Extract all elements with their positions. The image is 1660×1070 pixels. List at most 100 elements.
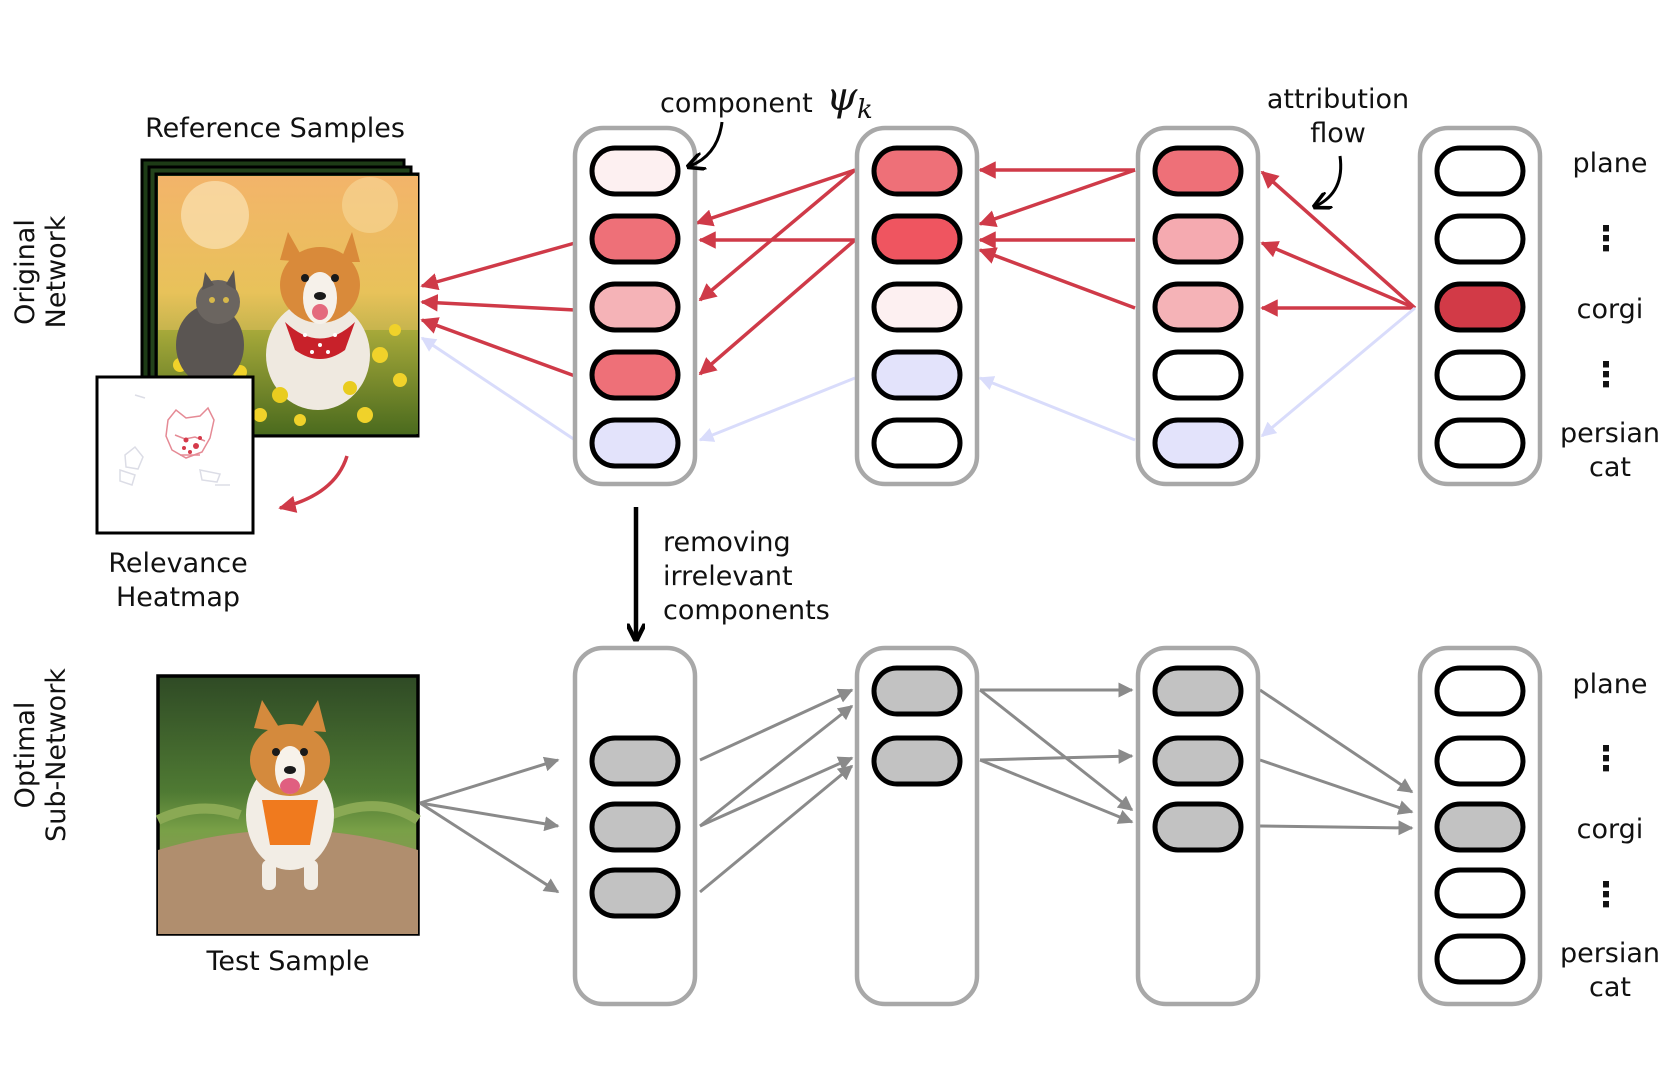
unit-c1-u1 (589, 145, 681, 197)
sub-unit-c3-u2 (1152, 735, 1244, 787)
arrow-img-b1u3 (419, 801, 560, 894)
removing-label-line1: removing (663, 527, 791, 558)
arrow-b3u3-out (1259, 820, 1414, 836)
row-label-original-line2: Network (41, 215, 72, 328)
arrow-c3u5-c2u4 (978, 376, 1136, 442)
attribution-flow-pointer-arrow (1316, 155, 1343, 206)
reference-samples-label: Reference Samples (145, 113, 405, 144)
class-ellipsis-2: ⋮ (1589, 355, 1623, 395)
test-corgi-figure (246, 700, 334, 890)
arrow-c3u3-c2u2 (978, 247, 1136, 310)
sub-unit-c4-u1 (1434, 665, 1526, 717)
attribution-flow-label-line2: flow (1310, 118, 1366, 149)
relevance-heatmap-label-line2: Heatmap (116, 582, 240, 613)
row-label-original-line1: Original (10, 219, 41, 325)
sub-unit-c1-u1 (589, 735, 681, 787)
attribution-arrows (420, 161, 1417, 442)
arrow-b3u1-out (1259, 688, 1414, 794)
sub-unit-c2-u2 (871, 735, 963, 787)
unit-c4-u3 (1434, 281, 1526, 333)
arrow-b1u3-b2u2 (699, 764, 854, 894)
unit-c1-u5 (589, 417, 681, 469)
test-sample-image (155, 674, 421, 936)
row-label-subnetwork: Optimal Sub-Network (10, 668, 72, 842)
attribution-flow-annotation: attribution flow (1267, 84, 1409, 206)
arrow-out-c3u2 (1260, 241, 1416, 310)
arrow-img-b1u1 (419, 756, 560, 805)
arrow-c2u1-c1u3 (698, 168, 857, 302)
unit-c2-u5 (871, 417, 963, 469)
sub-unit-c4-u2 (1434, 735, 1526, 787)
unit-c4-u2 (1434, 213, 1526, 265)
unit-c2-u3 (871, 281, 963, 333)
removing-annotation: removing irrelevant components (636, 507, 830, 638)
class-label-corgi: corgi (1577, 294, 1644, 325)
arrow-c1u2-image (420, 241, 576, 291)
sub-unit-c1-u3 (589, 867, 681, 919)
arrow-b2u2-b3u3 (979, 758, 1134, 824)
sub-class-ellipsis-1: ⋮ (1589, 739, 1623, 779)
arrow-c1u3-image (420, 294, 576, 312)
unit-c2-u2 (871, 213, 963, 265)
sub-class-label-cat: cat (1589, 972, 1631, 1003)
class-label-plane: plane (1573, 148, 1648, 179)
unit-c3-u1 (1152, 145, 1244, 197)
sub-unit-c2-u1 (871, 665, 963, 717)
unit-c4-u5 (1434, 417, 1526, 469)
component-pointer-arrow (690, 121, 724, 166)
subnetwork-arrows (419, 682, 1414, 894)
arrow-c1u5-image (420, 336, 576, 442)
arrow-out-c3u1 (1260, 170, 1417, 310)
unit-c3-u3 (1152, 281, 1244, 333)
unit-c3-u4 (1152, 349, 1244, 401)
unit-c4-u1 (1434, 145, 1526, 197)
sub-unit-c4-u3 (1434, 801, 1526, 853)
unit-c1-u2 (589, 213, 681, 265)
removing-label-line3: components (663, 595, 830, 626)
unit-c3-u2 (1152, 213, 1244, 265)
unit-c1-u4 (589, 349, 681, 401)
attribution-flow-label-line1: attribution (1267, 84, 1409, 115)
sub-class-label-corgi: corgi (1577, 814, 1644, 845)
class-ellipsis-1: ⋮ (1589, 219, 1623, 259)
component-label: component (660, 88, 813, 119)
sub-unit-c1-u2 (589, 801, 681, 853)
arrow-c2u4-c1u5 (698, 376, 856, 442)
component-symbol: ψ (826, 74, 858, 120)
unit-c2-u4 (871, 349, 963, 401)
component-annotation: component ψ k (660, 74, 873, 166)
sub-unit-c3-u3 (1152, 801, 1244, 853)
subnetwork-columns (572, 645, 1543, 1007)
corgi-figure (266, 232, 370, 410)
unit-c1-u3 (589, 281, 681, 333)
arrow-b2u1-b3u3 (979, 688, 1134, 812)
unit-c3-u5 (1152, 417, 1244, 469)
arrow-out-c3u5 (1260, 306, 1416, 438)
sub-unit-c4-u5 (1434, 933, 1526, 985)
arrow-c3u1-c2u2 (978, 168, 1136, 228)
cat-figure (176, 270, 244, 385)
arrow-c1u4-image (420, 317, 576, 378)
removing-label-line2: irrelevant (663, 561, 793, 592)
component-subscript: k (857, 95, 873, 125)
arrow-c2u1-c1u2 (695, 168, 856, 227)
arrow-img-b1u2 (419, 801, 560, 832)
sub-class-ellipsis-2: ⋮ (1589, 875, 1623, 915)
row-label-original: Original Network (10, 215, 72, 328)
unit-c2-u1 (871, 145, 963, 197)
unit-c4-u4 (1434, 349, 1526, 401)
sub-layer-column-2 (854, 645, 980, 1007)
arrow-b1u1-b2u1 (699, 688, 854, 762)
sub-class-label-persian: persian (1560, 938, 1660, 969)
test-sample-label: Test Sample (206, 946, 370, 977)
sub-class-label-plane: plane (1573, 669, 1648, 700)
sub-unit-c4-u4 (1434, 867, 1526, 919)
arrow-c2u2-c1u4 (698, 238, 857, 376)
class-label-cat: cat (1589, 452, 1631, 483)
row-label-subnetwork-line1: Optimal (10, 702, 41, 809)
arrow-b1u2-b2u2 (699, 756, 854, 828)
arrow-b3u2-out (1259, 758, 1414, 815)
heatmap-curve-arrow (278, 455, 349, 513)
relevance-heatmap-label-line1: Relevance (108, 548, 247, 579)
